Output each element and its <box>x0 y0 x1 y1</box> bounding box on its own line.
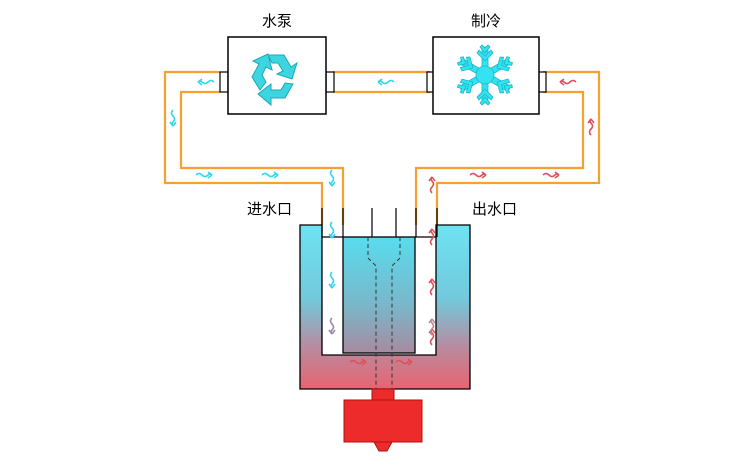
flow-arrow-right <box>349 358 367 366</box>
heater <box>343 388 423 452</box>
pump-left-connector <box>219 71 229 93</box>
flow-arrow-up <box>428 278 436 296</box>
flow-arrow-right <box>469 171 487 179</box>
left-pipe-inner <box>179 90 345 225</box>
pipe-network <box>163 70 601 225</box>
cold-flow-arrows <box>169 78 395 289</box>
heater-body <box>343 399 423 443</box>
chiller-unit <box>432 36 540 115</box>
probe-left <box>367 237 377 389</box>
water-tank <box>299 208 471 390</box>
flow-arrow-down <box>169 109 177 127</box>
flow-arrow-left <box>559 78 577 86</box>
pump-box <box>227 36 327 115</box>
pump-label: 水泵 <box>262 12 292 30</box>
outlet-label: 出水口 <box>472 200 517 218</box>
chiller-label: 制冷 <box>471 12 501 30</box>
flow-arrow-down <box>328 317 336 335</box>
flow-arrow-up <box>587 118 595 136</box>
right-pipe-inner <box>414 90 585 225</box>
snowflake-icon <box>454 44 516 106</box>
right-pipe-outer <box>435 70 601 225</box>
inlet-label: 进水口 <box>247 200 292 218</box>
flow-arrow-left <box>197 78 215 86</box>
flow-arrow-right <box>542 171 560 179</box>
pump-right-connector <box>325 71 335 93</box>
flow-arrow-down <box>328 169 336 187</box>
flow-arrow-left <box>377 78 395 86</box>
tank-body <box>299 224 471 390</box>
left-pipe-outer <box>163 70 324 225</box>
flow-arrow-right <box>395 358 413 366</box>
flow-arrow-right <box>261 171 279 179</box>
tank-inner-chamber <box>342 236 416 354</box>
flow-arrow-right <box>195 171 213 179</box>
pump-unit <box>227 36 327 115</box>
flow-arrow-up <box>428 228 436 246</box>
flow-arrow-down <box>328 271 336 289</box>
flow-arrow-up <box>428 318 436 336</box>
flow-arrow-down <box>328 221 336 239</box>
probe-right <box>391 237 401 389</box>
heater-neck <box>371 388 395 402</box>
flow-arrow-up <box>428 176 436 194</box>
hot-flow-arrows <box>349 78 595 366</box>
heater-tip <box>373 441 393 452</box>
recycle-icon <box>251 53 298 107</box>
